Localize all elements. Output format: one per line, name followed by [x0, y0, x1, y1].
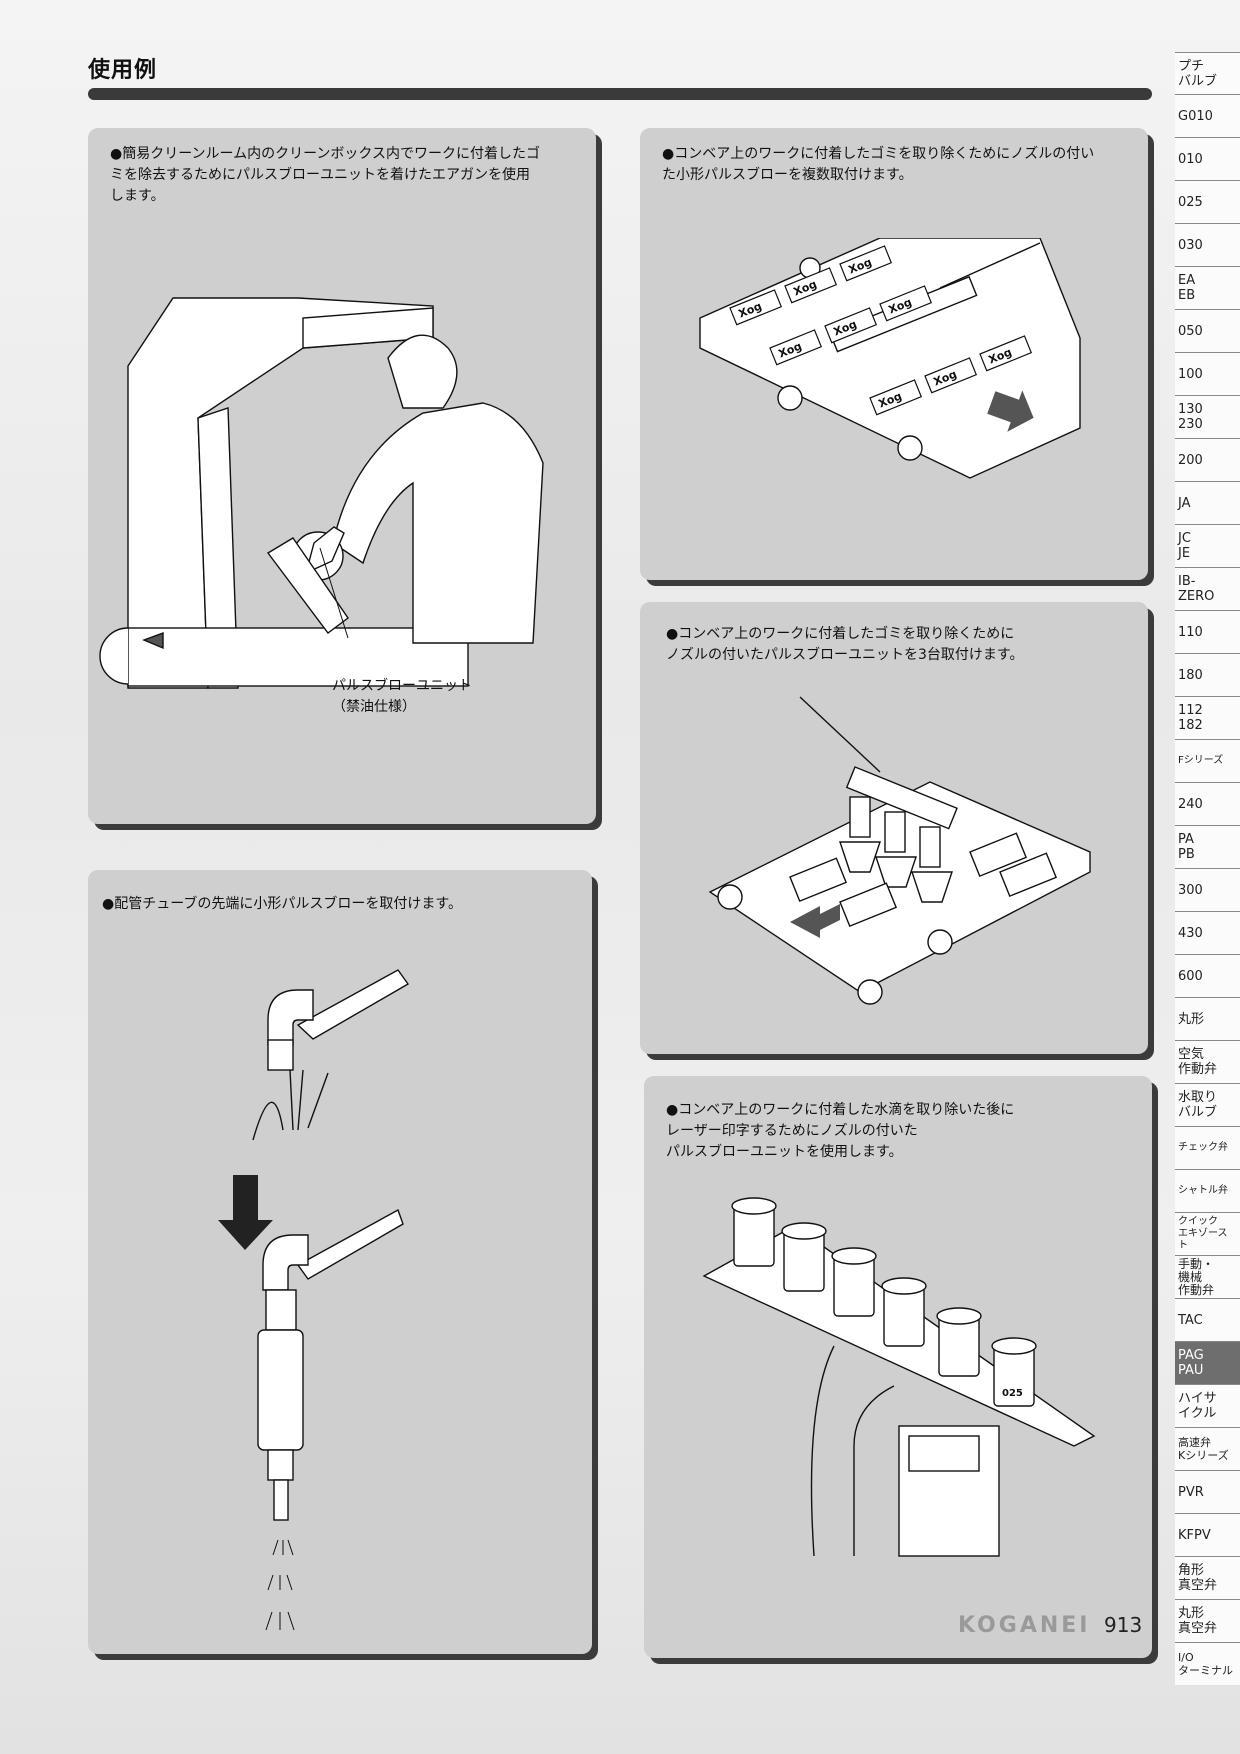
clean-box-illustration — [99, 297, 544, 689]
side-tab-25[interactable]: チェック弁 — [1175, 1126, 1240, 1169]
side-tab-index: プチ バルブ G010 010 025 030 EA EB 050 100 13… — [1175, 52, 1240, 1685]
side-tab-32[interactable]: 高速弁 Kシリーズ — [1175, 1427, 1240, 1470]
side-tab-36[interactable]: 丸形 真空弁 — [1175, 1599, 1240, 1642]
side-tab-19[interactable]: 300 — [1175, 868, 1240, 911]
side-tab-8[interactable]: 130 230 — [1175, 395, 1240, 438]
side-tab-15[interactable]: 112 182 — [1175, 696, 1240, 739]
panel-caption: ●配管チューブの先端に小形パルスブローを取付けます。 — [102, 896, 462, 912]
side-tab-12[interactable]: IB- ZERO — [1175, 567, 1240, 610]
side-tab-18[interactable]: PA PB — [1175, 825, 1240, 868]
page-number: 913 — [1104, 1613, 1143, 1637]
side-tab-16[interactable]: Fシリーズ — [1175, 739, 1240, 782]
panel-caption: ●簡易クリーンルーム内のクリーンボックス内でワークに付着したゴ ミを除去するため… — [110, 146, 540, 204]
cup-mark: 025 — [1002, 1388, 1023, 1399]
side-tab-7[interactable]: 100 — [1175, 352, 1240, 395]
panel-conveyor-three: ●コンベア上のワークに付着したゴミを取り除くために ノズルの付いたパルスブローユ… — [640, 602, 1148, 1054]
title-divider — [88, 88, 1152, 100]
panel-conveyor-multi: ●コンベア上のワークに付着したゴミを取り除くためにノズルの付い た小形パルスブロ… — [640, 128, 1148, 580]
page-title: 使用例 — [88, 58, 158, 83]
side-tab-27[interactable]: クイック エキゾースト — [1175, 1212, 1240, 1255]
panel-tube-tip: ●配管チューブの先端に小形パルスブローを取付けます。 — [88, 870, 592, 1654]
side-tab-17[interactable]: 240 — [1175, 782, 1240, 825]
side-tab-28[interactable]: 手動・ 機械 作動弁 — [1175, 1255, 1240, 1298]
panel-clean-box: ●簡易クリーンルーム内のクリーンボックス内でワークに付着したゴ ミを除去するため… — [88, 128, 596, 824]
side-tab-35[interactable]: 角形 真空弁 — [1175, 1556, 1240, 1599]
side-tab-1[interactable]: G010 — [1175, 94, 1240, 137]
side-tab-37[interactable]: I/O ターミナル — [1175, 1642, 1240, 1685]
conveyor-three-illustration — [708, 696, 1091, 1005]
side-tab-21[interactable]: 600 — [1175, 954, 1240, 997]
side-tab-13[interactable]: 110 — [1175, 610, 1240, 653]
side-tab-4[interactable]: 030 — [1175, 223, 1240, 266]
panel-water-drops: ●コンベア上のワークに付着した水滴を取り除いた後に レーザー印字するためにノズル… — [644, 1076, 1152, 1658]
side-tab-11[interactable]: JC JE — [1175, 524, 1240, 567]
side-tab-5[interactable]: EA EB — [1175, 266, 1240, 309]
side-tab-3[interactable]: 025 — [1175, 180, 1240, 223]
side-tab-31[interactable]: ハイサ イクル — [1175, 1384, 1240, 1427]
panel-caption: ●コンベア上のワークに付着した水滴を取り除いた後に レーザー印字するためにノズル… — [666, 1102, 1015, 1160]
side-tab-0[interactable]: プチ バルブ — [1175, 52, 1240, 94]
side-tab-20[interactable]: 430 — [1175, 911, 1240, 954]
tube-tip-illustration — [218, 969, 410, 1631]
side-tab-29[interactable]: TAC — [1175, 1298, 1240, 1341]
side-tab-6[interactable]: 050 — [1175, 309, 1240, 352]
side-tab-9[interactable]: 200 — [1175, 438, 1240, 481]
side-tab-33[interactable]: PVR — [1175, 1470, 1240, 1513]
panel-caption: ●コンベア上のワークに付着したゴミを取り除くためにノズルの付い た小形パルスブロ… — [662, 146, 1095, 183]
callout-label: パルスブローユニット （禁油仕様） — [332, 678, 472, 715]
side-tab-23[interactable]: 空気 作動弁 — [1175, 1040, 1240, 1083]
side-tab-24[interactable]: 水取り バルブ — [1175, 1083, 1240, 1126]
side-tab-26[interactable]: シャトル弁 — [1175, 1169, 1240, 1212]
conveyor-multi-illustration: Xog Xog Xog Xog Xog Xog Xog Xog Xog — [699, 238, 1081, 479]
side-tab-34[interactable]: KFPV — [1175, 1513, 1240, 1556]
side-tab-10[interactable]: JA — [1175, 481, 1240, 524]
brand-logo: KOGANEI — [958, 1613, 1091, 1638]
side-tab-14[interactable]: 180 — [1175, 653, 1240, 696]
side-tab-2[interactable]: 010 — [1175, 137, 1240, 180]
side-tab-22[interactable]: 丸形 — [1175, 997, 1240, 1040]
water-drops-illustration: 025 — [702, 1197, 1096, 1557]
side-tab-30[interactable]: PAG PAU — [1175, 1341, 1240, 1384]
panel-caption: ●コンベア上のワークに付着したゴミを取り除くために ノズルの付いたパルスブローユ… — [666, 626, 1024, 663]
